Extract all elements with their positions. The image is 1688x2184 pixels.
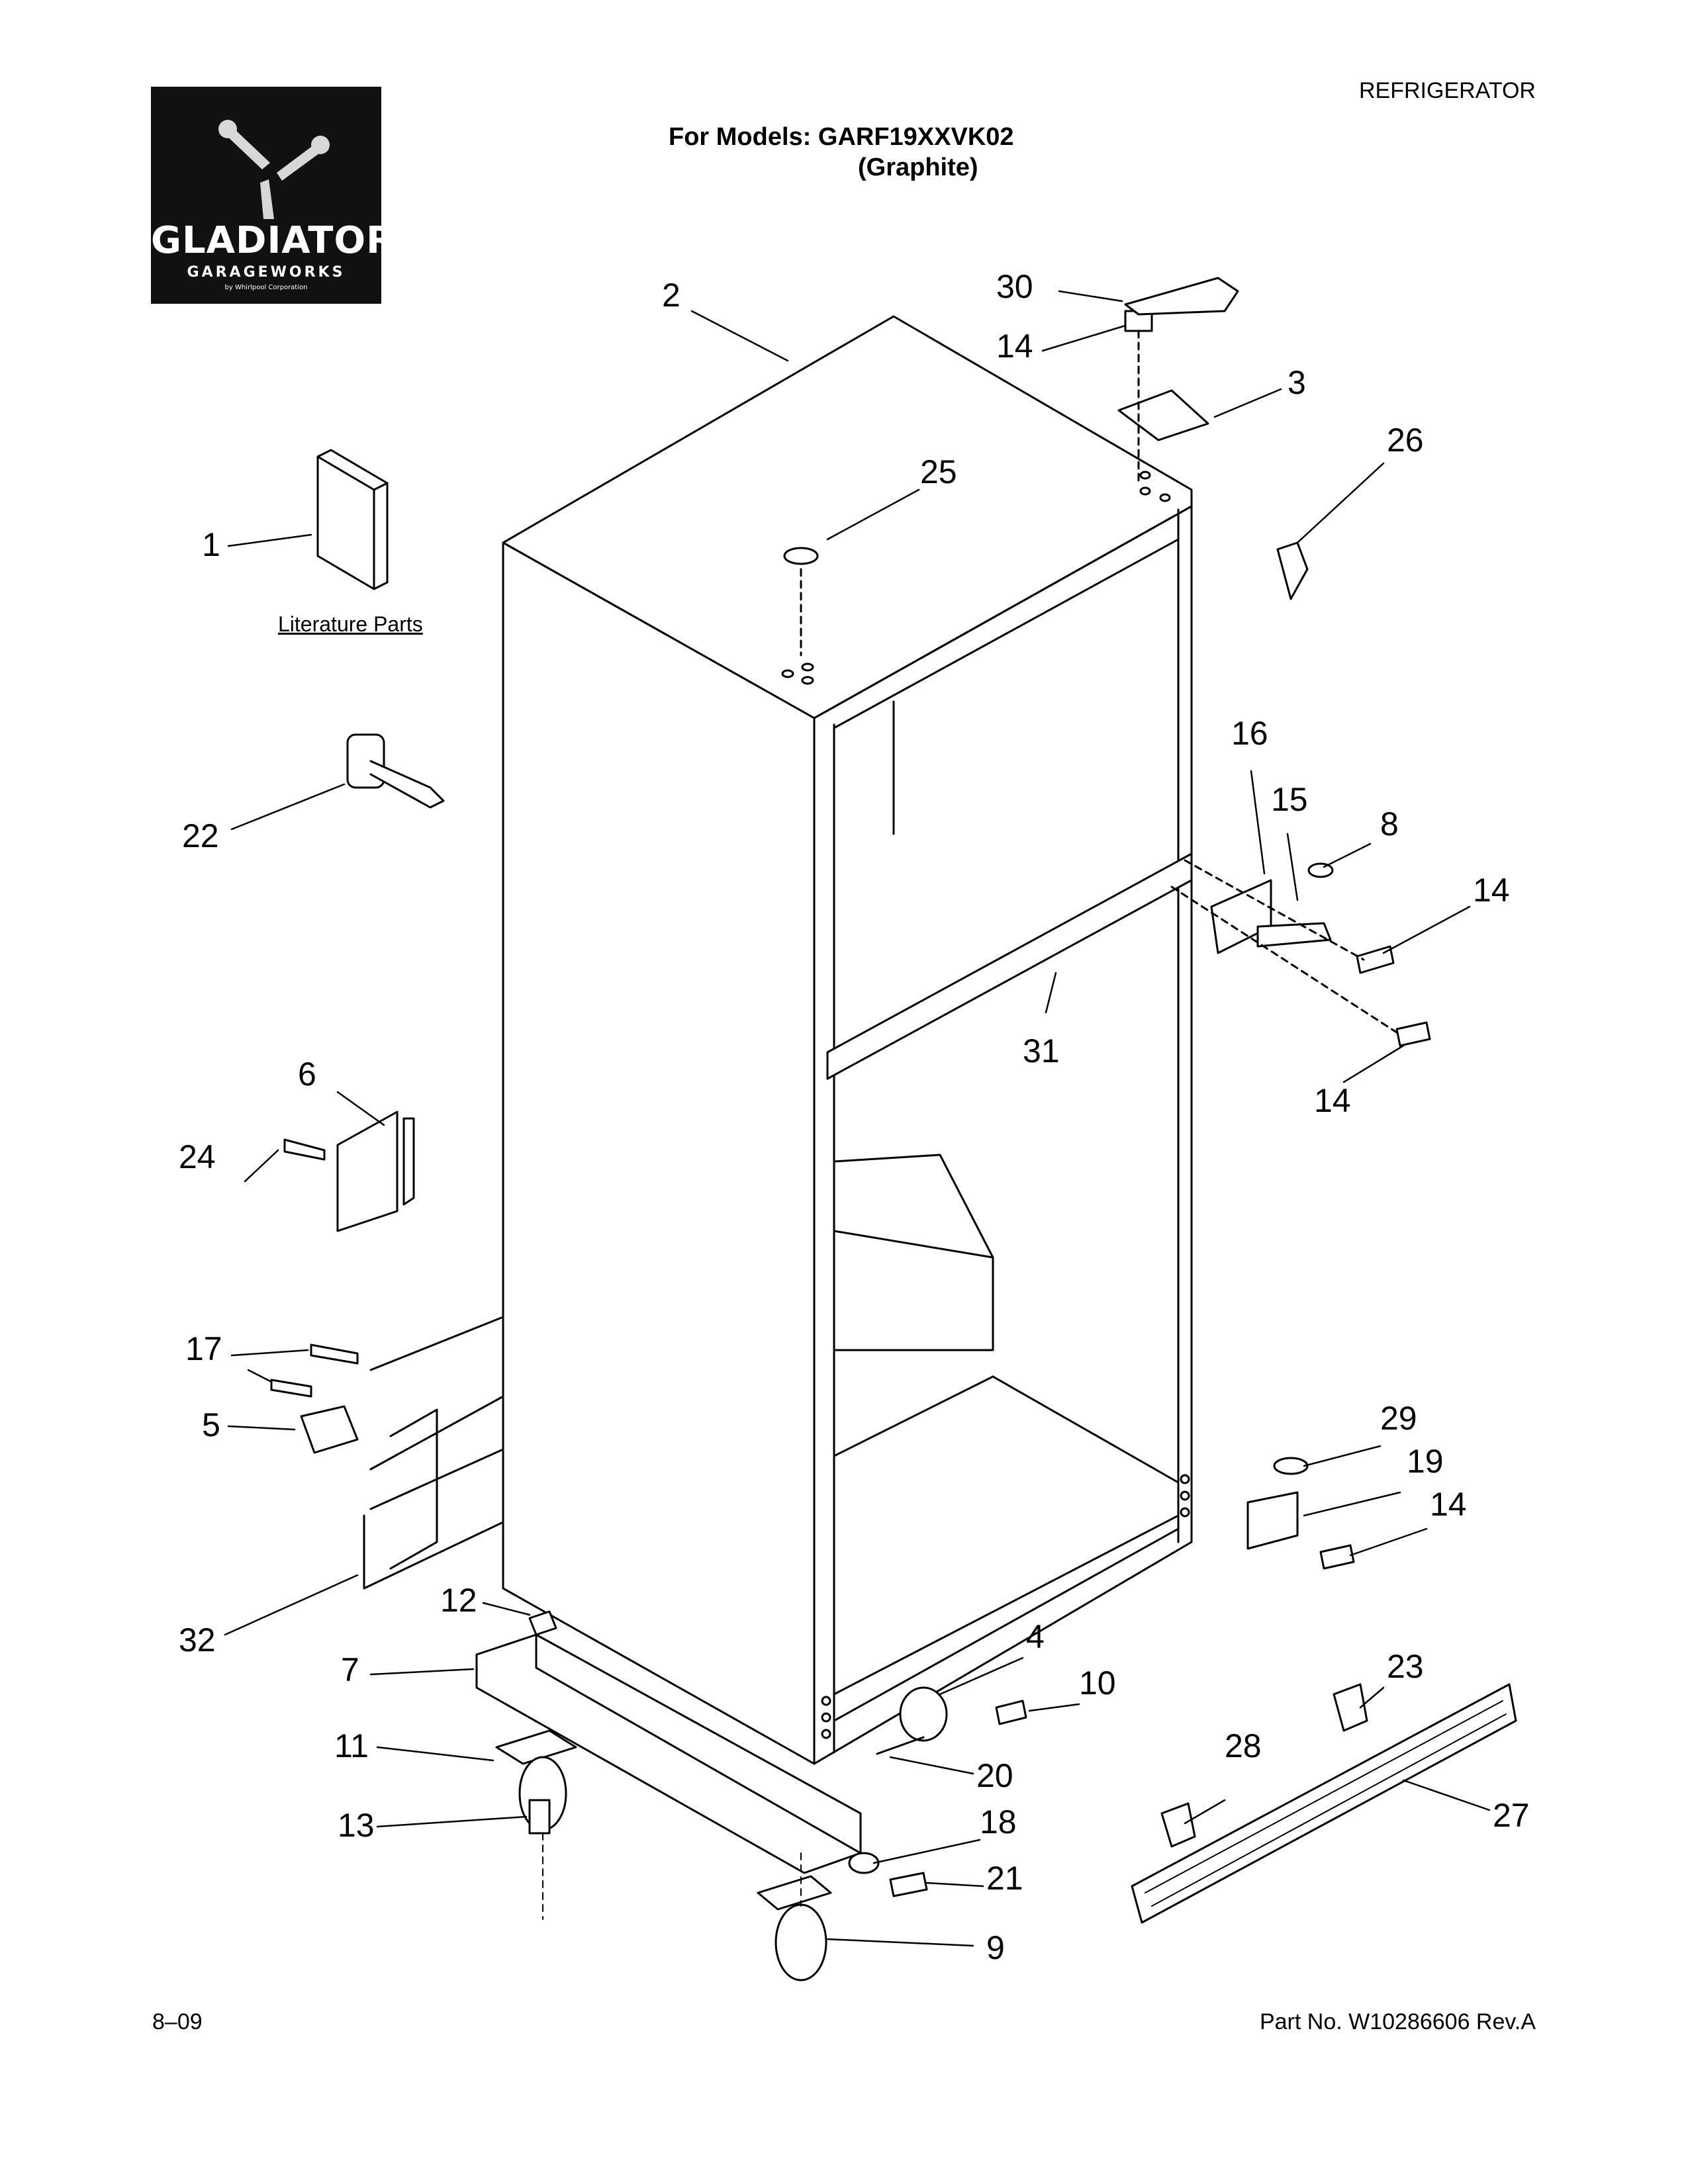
part-30-hinge-cover [1124,277,1239,316]
color-label: (Graphite) [858,154,978,181]
part-9-rear-roller [757,1875,832,1981]
callout-6: 6 [298,1056,316,1093]
callout-17: 17 [185,1330,222,1367]
part-6-cover [336,1111,399,1232]
callout-11: 11 [334,1727,369,1764]
part-3-top-hinge [1117,389,1209,441]
logo-wordmark: GLADIATOR [151,219,396,262]
part-26-cap [1276,541,1309,600]
callout-10: 10 [1079,1664,1116,1702]
callout-23: 23 [1387,1648,1424,1685]
callout-13: 13 [338,1807,375,1844]
callout-21: 21 [986,1860,1023,1897]
callout-19: 19 [1407,1443,1444,1480]
callout-2: 2 [662,277,680,314]
literature-booklet [316,449,389,590]
gladiator-logo: GLADIATOR™ GARAGEWORKS by Whirlpool Corp… [151,87,407,304]
callout-29: 29 [1380,1400,1417,1437]
part-28-clip [1160,1802,1196,1848]
callout-7: 7 [341,1651,359,1688]
category-label: REFRIGERATOR [1359,78,1536,103]
part-8-washer [1307,862,1334,878]
callout-5: 5 [202,1406,220,1443]
callout-8: 8 [1380,805,1399,842]
callout-14-top: 14 [996,328,1033,365]
part-22-pin [346,733,445,809]
part-13-bolt [528,1799,551,1835]
callout-26: 26 [1387,422,1424,459]
part-17-screw-a [310,1343,359,1365]
part-27-base-grille [1131,1683,1517,1924]
part-17-screw-b [270,1379,312,1398]
callout-24: 24 [179,1138,216,1175]
part-10-screw [995,1700,1027,1725]
axes-logo-icon [218,120,330,219]
callout-31: 31 [1023,1032,1060,1069]
callout-30: 30 [996,268,1033,305]
part-18-washer [848,1852,880,1874]
part-24-screw [283,1138,326,1161]
callout-32: 32 [179,1621,216,1659]
part-15-hinge-pin [1256,922,1332,948]
callout-12: 12 [440,1582,477,1619]
divider-rail [826,852,1193,1080]
callout-22: 22 [182,817,219,854]
part-number: Part No. W10286606 Rev.A [1259,2009,1536,2034]
part-5-clip [300,1405,359,1454]
leader-lines [224,290,1491,1947]
callout-14-lower: 14 [1430,1486,1467,1523]
callout-18: 18 [980,1803,1017,1841]
part-12-nut [528,1610,557,1636]
callout-28: 28 [1225,1727,1262,1764]
callout-3: 3 [1288,364,1306,401]
part-25-plug [783,547,819,565]
callout-16: 16 [1231,715,1268,752]
part-4-wheel [899,1686,948,1742]
part-29-washer [1273,1457,1309,1475]
logo-byline: by Whirlpool Corporation [224,284,308,291]
part-23-clip [1333,1683,1368,1732]
callout-9: 9 [986,1929,1005,1966]
models-label: For Models: GARF19XXVK02 [669,123,1014,151]
callout-27: 27 [1493,1797,1530,1834]
literature-parts-label: Literature Parts [278,612,423,636]
logo-trademark: ™ [395,219,408,233]
cabinet-body [502,315,1193,1765]
callout-25: 25 [920,453,957,490]
part-19-lower-hinge [1246,1491,1299,1550]
callout-4: 4 [1026,1618,1045,1655]
logo-subtitle: GARAGEWORKS [187,264,346,281]
callout-15: 15 [1271,781,1308,818]
callout-1: 1 [202,526,220,563]
callout-14-mid: 14 [1314,1082,1351,1119]
part-20-pin [876,1736,925,1755]
part-21-screw [889,1872,928,1897]
callout-20: 20 [976,1757,1013,1794]
callout-14-hinge: 14 [1473,872,1510,909]
revision-date: 8–09 [152,2009,203,2034]
